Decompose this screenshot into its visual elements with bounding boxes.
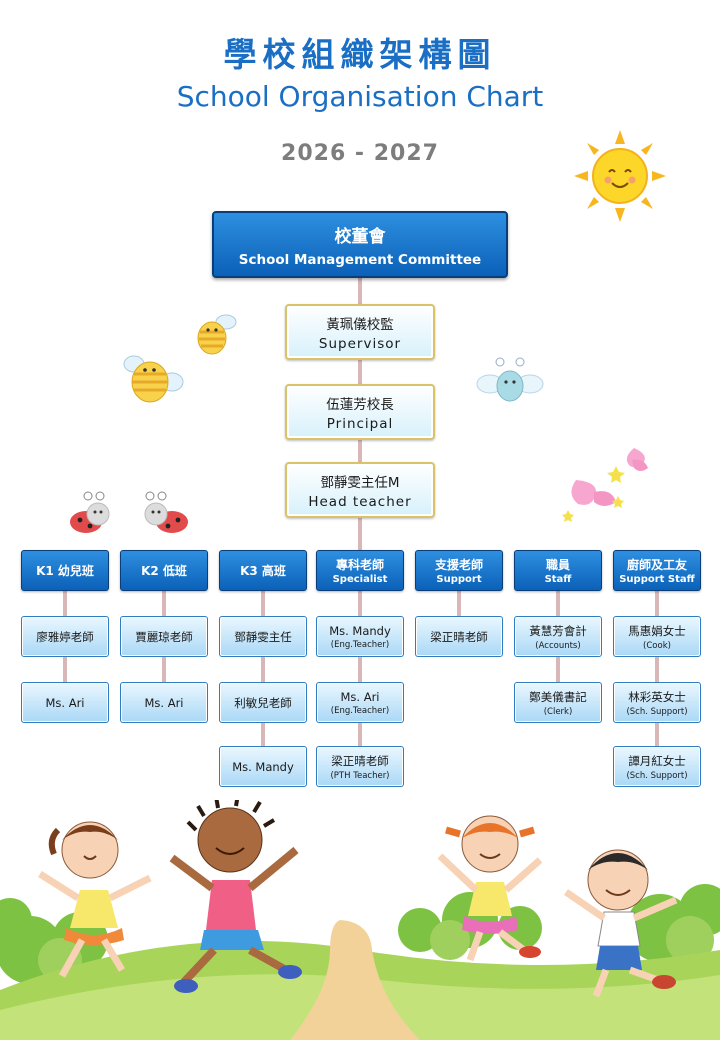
school-management-committee-box: 校董會 School Management Committee: [212, 211, 508, 278]
children-illustration: [0, 800, 720, 1040]
dept-label-en: Support: [436, 574, 482, 585]
node-label-en: Supervisor: [318, 335, 402, 352]
staff-name: 鄭美儀書記: [529, 689, 587, 704]
staff-name: 馬惠娟女士: [628, 623, 686, 638]
staff-box: Ms. Mandy: [219, 746, 307, 787]
staff-role: (Sch. Support): [626, 770, 688, 781]
staff-role: (PTH Teacher): [330, 770, 390, 781]
staff-box: 利敏兒老師: [219, 682, 307, 723]
dept-label-zh: K1 幼兒班: [36, 564, 94, 578]
supervisor-box: 黃珮儀校監 Supervisor: [285, 304, 435, 360]
staff-box: 梁正晴老師: [415, 616, 503, 657]
node-label-en: Principal: [326, 415, 394, 432]
staff-box: 鄭美儀書記 (Clerk): [514, 682, 602, 723]
staff-box: 梁正晴老師 (PTH Teacher): [316, 746, 404, 787]
connector: [261, 591, 265, 746]
staff-name: Ms. Ari: [340, 689, 380, 704]
staff-role: (Eng.Teacher): [330, 705, 390, 716]
connector: [358, 518, 362, 550]
staff-box: Ms. Ari: [21, 682, 109, 723]
dept-label-zh: 專科老師: [335, 558, 384, 572]
school-year: 2026 - 2027: [281, 141, 439, 166]
staff-name: 利敏兒老師: [234, 695, 292, 710]
sun-icon: [574, 130, 666, 222]
staff-name: 廖雅婷老師: [36, 629, 94, 644]
connector: [457, 591, 461, 616]
connector: [358, 360, 362, 384]
connector: [162, 591, 166, 616]
bee-icon: [123, 355, 184, 403]
dept-k1-box: K1 幼兒班: [21, 550, 109, 591]
connector: [358, 440, 362, 462]
staff-name: 賈麗琼老師: [135, 629, 193, 644]
staff-box: Ms. Mandy (Eng.Teacher): [316, 616, 404, 657]
butterfly-icon: [562, 448, 648, 522]
dept-label-zh: 職員: [545, 558, 570, 572]
dept-label-zh: K3 高班: [240, 564, 286, 578]
staff-name: Ms. Ari: [45, 695, 85, 710]
connector: [162, 657, 166, 682]
staff-name: Ms. Ari: [144, 695, 184, 710]
staff-role: (Clerk): [543, 706, 573, 717]
staff-name: Ms. Mandy: [329, 623, 391, 638]
staff-box: Ms. Ari: [120, 682, 208, 723]
staff-role: (Cook): [643, 640, 671, 651]
staff-name: 梁正晴老師: [331, 753, 389, 768]
dept-k3-box: K3 高班: [219, 550, 307, 591]
staff-box: 譚月紅女士 (Sch. Support): [613, 746, 701, 787]
staff-name: 鄧靜雯主任: [234, 629, 292, 644]
connector: [63, 657, 67, 682]
connector: [63, 591, 67, 616]
staff-role: (Eng.Teacher): [330, 639, 390, 650]
staff-box: 馬惠娟女士 (Cook): [613, 616, 701, 657]
dept-staff-box: 職員 Staff: [514, 550, 602, 591]
staff-role: (Accounts): [535, 640, 581, 651]
head-teacher-box: 鄧靜雯主任M Head teacher: [285, 462, 435, 518]
staff-role: (Sch. Support): [626, 706, 688, 717]
dept-k2-box: K2 低班: [120, 550, 208, 591]
node-label-zh: 鄧靜雯主任M: [320, 474, 400, 491]
dept-label-en: Specialist: [332, 574, 388, 585]
node-label-zh: 伍蓮芳校長: [326, 396, 394, 413]
connector: [358, 278, 362, 304]
node-label-zh: 校董會: [334, 226, 386, 247]
staff-name: 林彩英女士: [628, 689, 686, 704]
dept-label-zh: 廚師及工友: [626, 558, 687, 572]
staff-name: 譚月紅女士: [628, 753, 686, 768]
dept-support-box: 支援老師 Support: [415, 550, 503, 591]
staff-name: Ms. Mandy: [232, 759, 294, 774]
staff-box: 廖雅婷老師: [21, 616, 109, 657]
staff-box: Ms. Ari (Eng.Teacher): [316, 682, 404, 723]
node-label-zh: 黃珮儀校監: [326, 316, 394, 333]
dept-specialist-box: 專科老師 Specialist: [316, 550, 404, 591]
staff-name: 黃慧芳會計: [529, 623, 587, 638]
staff-box: 賈麗琼老師: [120, 616, 208, 657]
dept-label-zh: 支援老師: [434, 558, 483, 572]
page-title-en: School Organisation Chart: [176, 80, 544, 113]
connector: [358, 591, 362, 746]
page-title-zh: 學校組織架構圖: [223, 35, 497, 74]
staff-box: 林彩英女士 (Sch. Support): [613, 682, 701, 723]
principal-box: 伍蓮芳校長 Principal: [285, 384, 435, 440]
node-label-en: Head teacher: [308, 493, 412, 510]
staff-box: 鄧靜雯主任: [219, 616, 307, 657]
ladybug-icon: [70, 491, 188, 533]
dept-label-en: Support Staff: [619, 574, 695, 585]
dragonfly-icon: [476, 357, 544, 402]
bee-icon: [197, 314, 237, 355]
dept-support-staff-box: 廚師及工友 Support Staff: [613, 550, 701, 591]
dept-label-zh: K2 低班: [141, 564, 187, 578]
staff-box: 黃慧芳會計 (Accounts): [514, 616, 602, 657]
node-label-en: School Management Committee: [238, 251, 482, 268]
dept-label-en: Staff: [544, 574, 572, 585]
staff-name: 梁正晴老師: [430, 629, 488, 644]
